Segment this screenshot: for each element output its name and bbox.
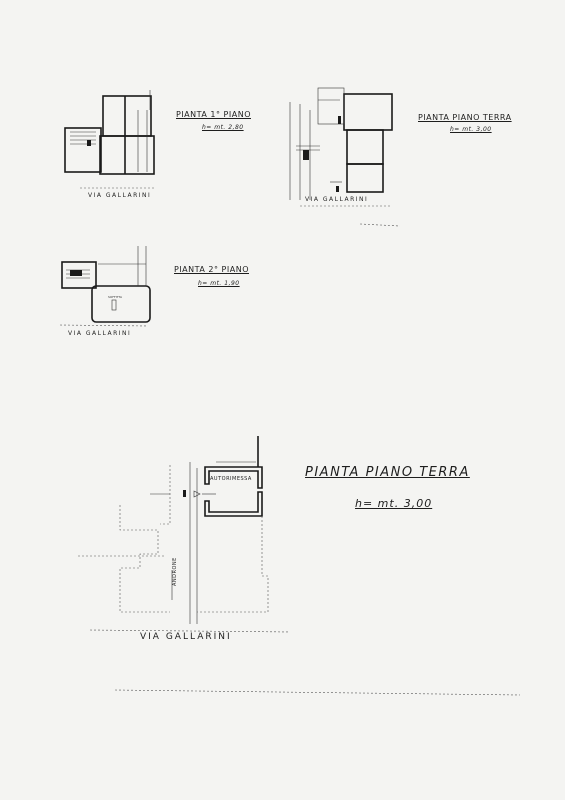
ground-floor-large-street: VIA GALLARINI bbox=[140, 632, 232, 642]
ground-floor-large-passage-label: ANDRONE bbox=[172, 557, 178, 586]
first-floor-street: VIA GALLARINI bbox=[88, 192, 152, 199]
second-floor-street: VIA GALLARINI bbox=[68, 330, 132, 337]
second-floor-height: h= mt. 1,90 bbox=[198, 280, 240, 287]
second-floor-room-label: SOFFITTA bbox=[108, 295, 123, 299]
second-floor-title: PIANTA 2° PIANO bbox=[174, 265, 249, 274]
ground-floor-small-height: h= mt. 3,00 bbox=[450, 126, 492, 133]
first-floor-height: h= mt. 2,80 bbox=[202, 124, 244, 131]
ground-floor-large-room-label: AUTORIMESSA bbox=[210, 476, 252, 482]
ground-floor-small-title: PIANTA PIANO TERRA bbox=[418, 113, 512, 122]
ground-floor-small-street: VIA GALLARINI bbox=[305, 196, 369, 203]
ground-floor-large-title: PIANTA PIANO TERRA bbox=[305, 465, 470, 480]
ground-floor-large-height: h= mt. 3,00 bbox=[355, 497, 433, 510]
first-floor-title: PIANTA 1° PIANO bbox=[176, 110, 251, 119]
